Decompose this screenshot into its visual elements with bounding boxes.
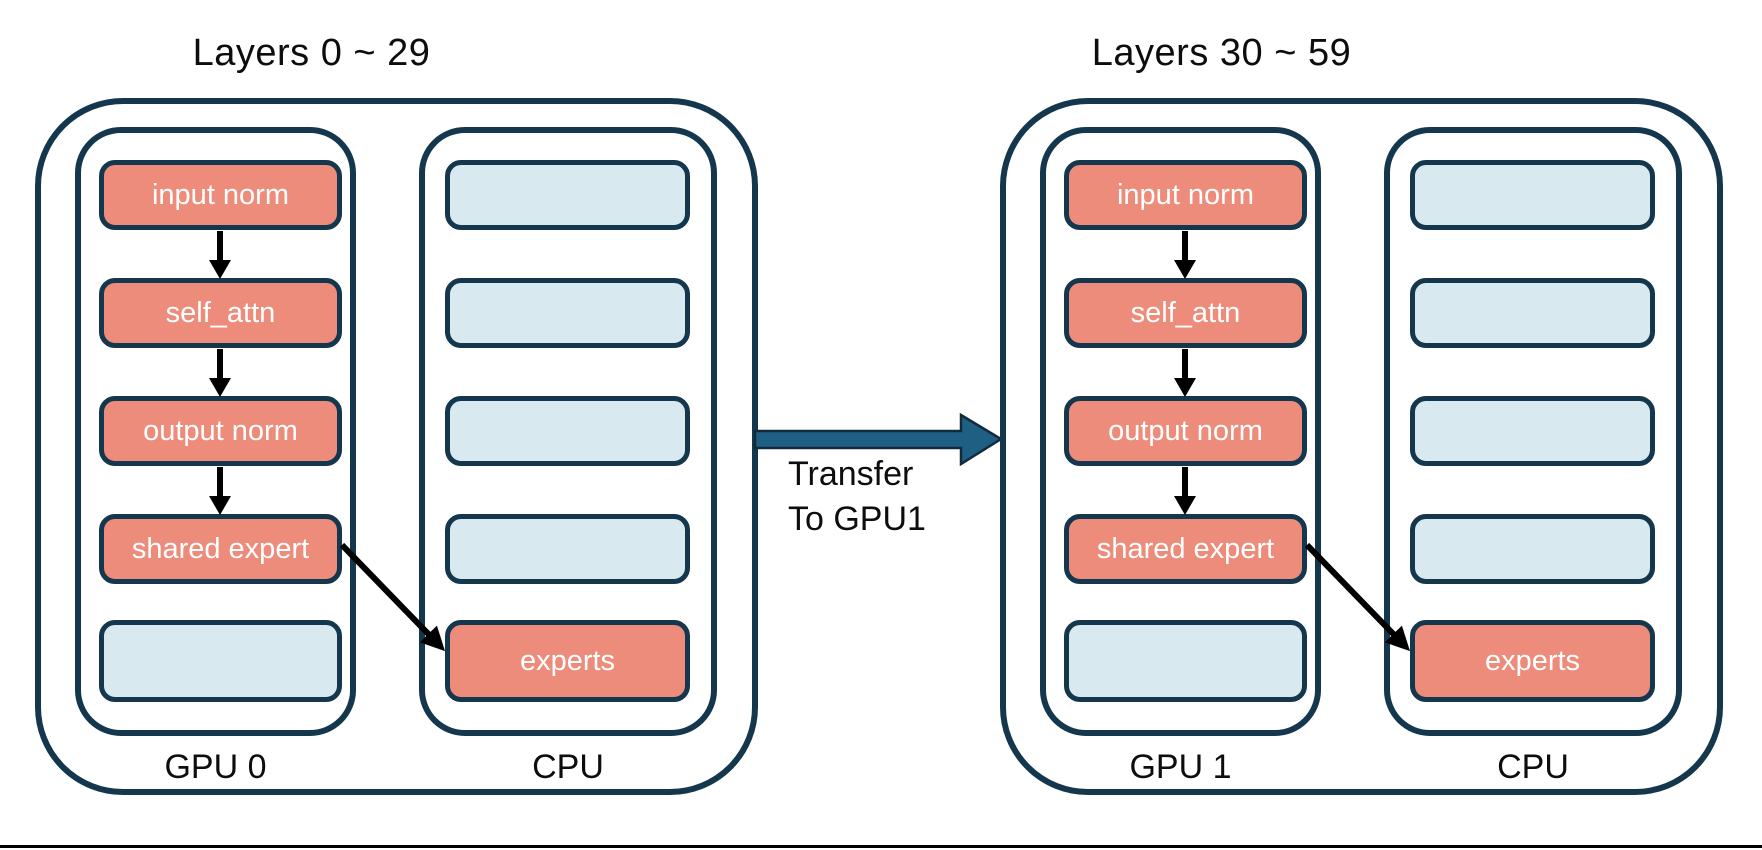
down-arrow-icon	[209, 231, 231, 279]
module-box-self-attn: self_attn	[1064, 278, 1307, 348]
group-title-right: Layers 30 ~ 59	[1091, 32, 1352, 74]
module-box-shared-expert: shared expert	[99, 514, 342, 584]
diagonal-arrow-icon	[339, 542, 446, 652]
module-box-output-norm: output norm	[1064, 396, 1307, 466]
down-arrow-icon	[1174, 231, 1196, 279]
module-box-input-norm: input norm	[99, 160, 342, 230]
cpu-label: CPU	[1497, 748, 1569, 786]
empty-slot	[1410, 396, 1655, 466]
down-arrow-icon	[1174, 349, 1196, 397]
group-outline	[1000, 98, 1723, 795]
transfer-label-line2: To GPU1	[788, 500, 926, 538]
empty-slot	[445, 396, 690, 466]
empty-slot	[1064, 620, 1307, 702]
module-box-output-norm: output norm	[99, 396, 342, 466]
group-title-left: Layers 0 ~ 29	[192, 32, 431, 74]
gpu-label: GPU 0	[164, 748, 267, 786]
cpu-label: CPU	[532, 748, 604, 786]
empty-slot	[445, 514, 690, 584]
layer-group-left: input norm self_attn output norm shared …	[35, 98, 758, 795]
down-arrow-icon	[209, 349, 231, 397]
diagonal-arrow-icon	[1304, 542, 1411, 652]
module-box-shared-expert: shared expert	[1064, 514, 1307, 584]
module-box-experts: experts	[1410, 620, 1655, 702]
gpu-label: GPU 1	[1129, 748, 1232, 786]
bottom-border-line	[0, 845, 1762, 848]
empty-slot	[445, 160, 690, 230]
empty-slot	[1410, 160, 1655, 230]
empty-slot	[1410, 278, 1655, 348]
transfer-arrow-icon	[754, 412, 1004, 467]
down-arrow-icon	[1174, 467, 1196, 515]
module-box-input-norm: input norm	[1064, 160, 1307, 230]
empty-slot	[445, 278, 690, 348]
transfer-label-line1: Transfer	[788, 455, 914, 493]
module-box-experts: experts	[445, 620, 690, 702]
layer-group-right: input norm self_attn output norm shared …	[1000, 98, 1723, 795]
empty-slot	[1410, 514, 1655, 584]
module-box-self-attn: self_attn	[99, 278, 342, 348]
down-arrow-icon	[209, 467, 231, 515]
transfer-label: Transfer To GPU1	[788, 452, 926, 542]
empty-slot	[99, 620, 342, 702]
